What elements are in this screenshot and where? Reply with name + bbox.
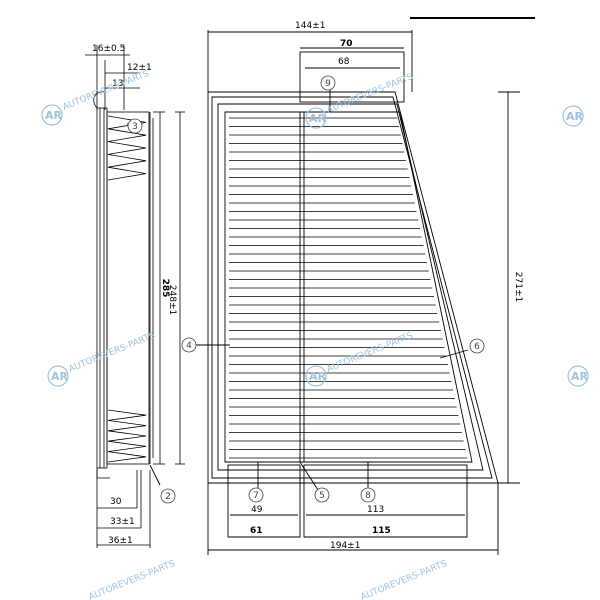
watermark-text: AUTOREVERS-PARTS (359, 559, 448, 600)
dim-total-width: 194±1 (330, 541, 360, 551)
watermark-text: AUTOREVERS-PARTS (67, 331, 156, 375)
callout-5-label: 5 (319, 491, 325, 501)
callout-3 (127, 118, 143, 134)
watermark-logo: AR (305, 107, 327, 129)
callouts (127, 75, 485, 504)
watermark-logo-text: AR (309, 112, 327, 125)
watermark-text: AUTOREVERS-PARTS (61, 69, 150, 113)
filter-pleat-lines (229, 117, 468, 459)
dim-tab-outer: 70 (340, 39, 353, 49)
front-view (127, 30, 520, 555)
callout-7 (248, 487, 264, 503)
callout-4 (181, 337, 197, 353)
dim-bottom-115: 115 (372, 526, 391, 536)
dimension-labels: 144±1 70 68 16±0.5 12±1 13 248±1 285 271… (92, 21, 523, 551)
dim-height-248: 248±1 (167, 285, 177, 315)
dim-bottom-113: 113 (367, 505, 384, 515)
callout-2-label: 2 (165, 492, 171, 502)
dim-bottom-33: 33±1 (110, 517, 135, 527)
dim-bottom-61: 61 (250, 526, 263, 536)
watermark-logo-text: AR (45, 109, 63, 122)
watermark-logo-text: AR (51, 370, 69, 383)
watermark-logo-text: AR (571, 370, 589, 383)
watermark-logo: AR (47, 365, 69, 387)
dim-height-271: 271±1 (513, 272, 523, 302)
pleat-spring (107, 409, 147, 463)
watermark-logo: AR (41, 104, 63, 126)
watermark-logo: AR (567, 365, 589, 387)
callout-8-label: 8 (365, 491, 371, 501)
dim-side-13: 13 (112, 79, 123, 89)
callout-5 (314, 487, 330, 503)
callout-7-label: 7 (253, 491, 259, 501)
callout-2 (160, 488, 176, 504)
watermark-text: AUTOREVERS-PARTS (325, 331, 414, 375)
dim-side-12: 12±1 (127, 63, 152, 73)
watermark-logo: AR (305, 365, 327, 387)
watermark-logo: AR (562, 105, 584, 127)
callout-3-label: 3 (132, 122, 138, 132)
callout-6-label: 6 (474, 342, 480, 352)
dim-top-width: 144±1 (295, 21, 325, 31)
dim-height-center: 285 (160, 279, 170, 298)
watermark-text: AUTOREVERS-PARTS (325, 72, 414, 116)
watermark-text: AUTOREVERS-PARTS (87, 559, 176, 600)
side-view (85, 45, 185, 548)
callout-labels: 2 3 4 5 6 7 8 9 (132, 79, 480, 502)
dim-bottom-36: 36±1 (108, 536, 133, 546)
callout-6 (469, 338, 485, 354)
callout-9-label: 9 (325, 79, 331, 89)
dim-bottom-49: 49 (251, 505, 263, 515)
callout-4-label: 4 (186, 341, 192, 351)
dim-tab-inner: 68 (338, 57, 350, 67)
pleat-spring (107, 115, 147, 181)
dim-side-16: 16±0.5 (92, 44, 125, 54)
callout-8 (360, 487, 376, 503)
side-view-pleat-springs (107, 115, 147, 463)
watermark-logo-text: AR (309, 370, 327, 383)
dim-bottom-30: 30 (110, 497, 122, 507)
callout-9 (320, 75, 336, 91)
watermark-logo-text: AR (566, 110, 584, 123)
